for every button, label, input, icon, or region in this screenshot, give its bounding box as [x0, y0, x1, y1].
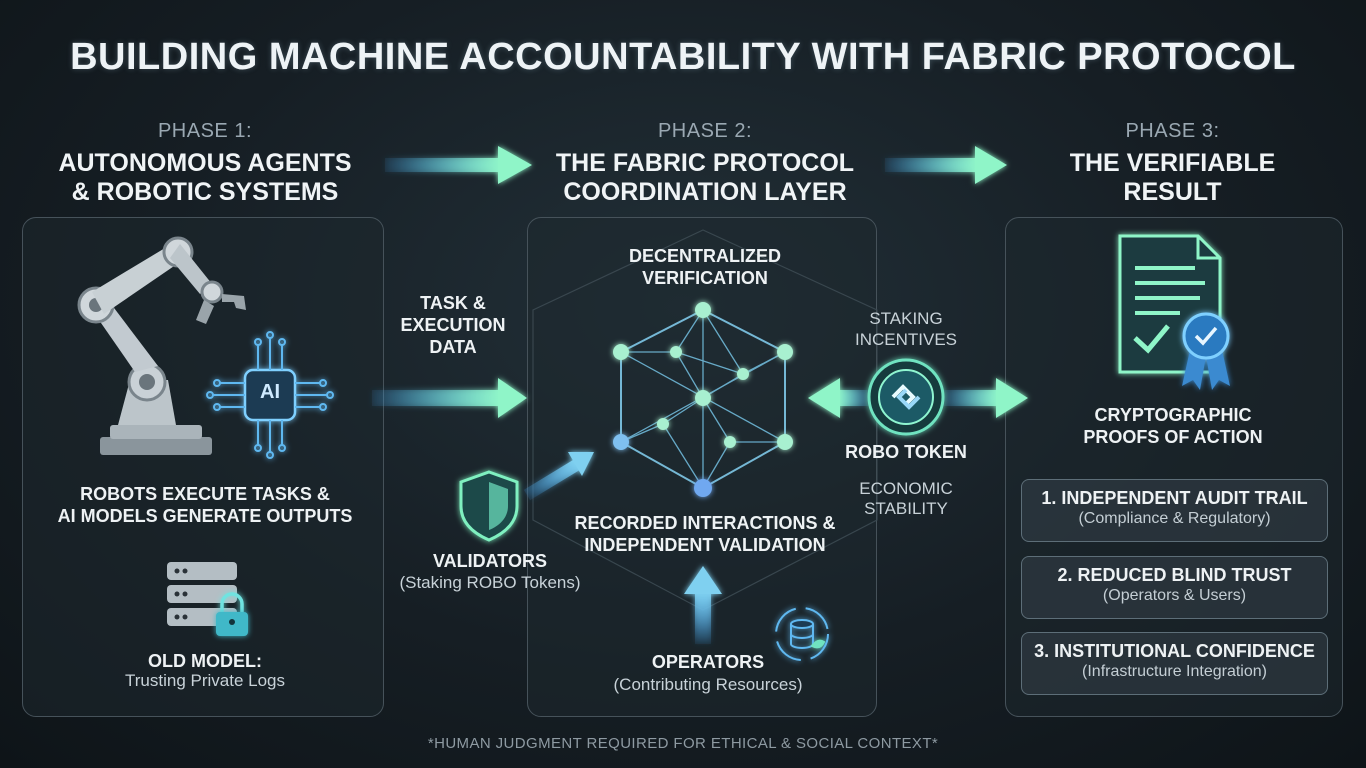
proofs-line1: CRYPTOGRAPHIC [1020, 404, 1326, 426]
decentralized-verification-line2: VERIFICATION [560, 267, 850, 289]
phase-2-title-line1: THE FABRIC PROTOCOL [530, 149, 880, 178]
result-subtitle: (Compliance & Regulatory) [1022, 509, 1327, 529]
shield-icon [461, 472, 517, 540]
phase-2-to-3-arrow [885, 146, 1007, 184]
result-title: 3. INSTITUTIONAL CONFIDENCE [1022, 640, 1327, 662]
proofs-line2: PROOFS OF ACTION [1020, 426, 1326, 448]
phase-1-to-2-arrow [385, 146, 532, 184]
phase-3-title-line1: THE VERIFIABLE [1000, 149, 1345, 178]
result-box-blind-trust: 2. REDUCED BLIND TRUST (Operators & User… [1021, 556, 1328, 619]
phase-1-label: PHASE 1: [30, 120, 380, 143]
economic-stability-line1: ECONOMIC [846, 478, 966, 499]
execute-caption-line2: AI MODELS GENERATE OUTPUTS [30, 505, 380, 527]
validators-title: VALIDATORS [395, 550, 585, 572]
phase-1-panel [22, 217, 384, 717]
phase-2-title-line2: COORDINATION LAYER [530, 178, 880, 207]
decentralized-verification-line1: DECENTRALIZED [560, 245, 850, 267]
execute-caption-line1: ROBOTS EXECUTE TASKS & [30, 483, 380, 505]
result-subtitle: (Infrastructure Integration) [1022, 662, 1327, 682]
robo-token-icon [869, 360, 943, 434]
task-data-label: TASK & EXECUTION DATA [388, 292, 518, 358]
old-model-title: OLD MODEL: [30, 650, 380, 672]
footnote: *HUMAN JUDGMENT REQUIRED FOR ETHICAL & S… [0, 735, 1366, 752]
task-data-line3: DATA [388, 336, 518, 358]
operators-subtitle: (Contributing Resources) [580, 674, 836, 695]
old-model-subtitle: Trusting Private Logs [30, 670, 380, 691]
staking-incentives-line2: INCENTIVES [850, 329, 962, 350]
phase-1-title-line1: AUTONOMOUS AGENTS [30, 149, 380, 178]
economic-stability-line2: STABILITY [846, 498, 966, 519]
ai-chip-label: AI [245, 381, 295, 404]
result-box-institutional-confidence: 3. INSTITUTIONAL CONFIDENCE (Infrastruct… [1021, 632, 1328, 695]
staking-incentives-line1: STAKING [850, 308, 962, 329]
phase-3-title-line2: RESULT [1000, 178, 1345, 207]
page-title: BUILDING MACHINE ACCOUNTABILITY WITH FAB… [0, 36, 1366, 79]
result-title: 1. INDEPENDENT AUDIT TRAIL [1022, 487, 1327, 509]
robo-token-label: ROBO TOKEN [836, 441, 976, 463]
phase-2-header: PHASE 2: THE FABRIC PROTOCOL COORDINATIO… [530, 120, 880, 207]
recorded-interactions-line2: INDEPENDENT VALIDATION [545, 534, 865, 556]
operators-title: OPERATORS [588, 651, 828, 673]
task-data-line2: EXECUTION [388, 314, 518, 336]
task-data-line1: TASK & [388, 292, 518, 314]
phase-2-label: PHASE 2: [530, 120, 880, 143]
phase-1-header: PHASE 1: AUTONOMOUS AGENTS & ROBOTIC SYS… [30, 120, 380, 207]
recorded-interactions-line1: RECORDED INTERACTIONS & [545, 512, 865, 534]
task-data-arrow [372, 378, 527, 418]
phase-2-panel [527, 217, 877, 717]
phase-3-header: PHASE 3: THE VERIFIABLE RESULT [1000, 120, 1345, 207]
result-subtitle: (Operators & Users) [1022, 586, 1327, 606]
validators-subtitle: (Staking ROBO Tokens) [378, 572, 602, 593]
phase-3-label: PHASE 3: [1000, 120, 1345, 143]
phase-1-title-line2: & ROBOTIC SYSTEMS [30, 178, 380, 207]
result-title: 2. REDUCED BLIND TRUST [1022, 564, 1327, 586]
result-box-audit-trail: 1. INDEPENDENT AUDIT TRAIL (Compliance &… [1021, 479, 1328, 542]
